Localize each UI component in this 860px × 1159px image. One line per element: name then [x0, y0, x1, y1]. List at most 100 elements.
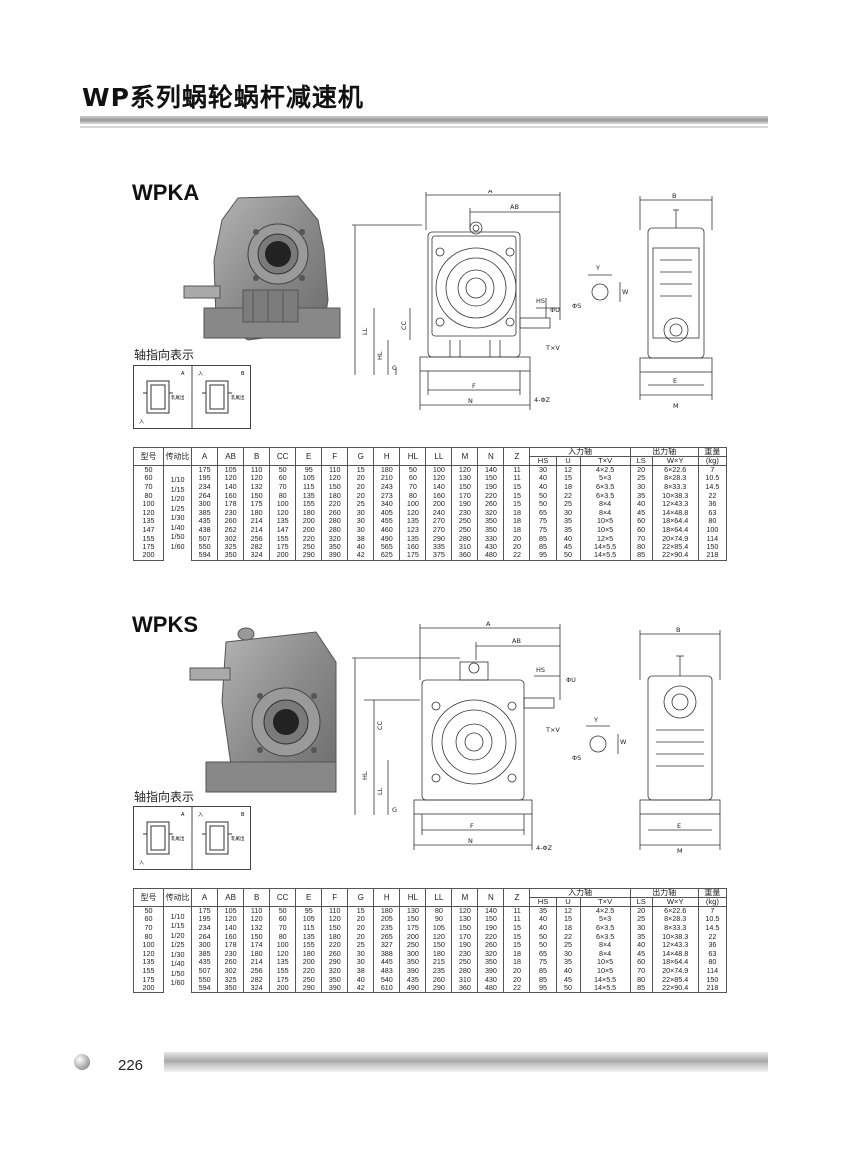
value-cell: 180	[373, 906, 401, 916]
value-cell: 230	[451, 949, 479, 959]
value-cell: 324	[243, 983, 271, 993]
header-n: N	[477, 888, 505, 907]
value-cell: 110	[243, 465, 271, 475]
value-cell: 15	[503, 932, 531, 941]
value-cell: 260	[217, 517, 245, 526]
value-cell: 250	[399, 940, 427, 950]
value-cell: 327	[373, 940, 401, 950]
value-cell: 50	[529, 940, 557, 950]
value-cell: 150	[477, 915, 505, 924]
value-cell: 430	[477, 542, 505, 552]
value-cell: 195	[191, 915, 219, 924]
header-model: 型号	[132, 447, 165, 466]
value-cell: 4×2.5	[579, 906, 631, 916]
value-cell: 114	[697, 966, 728, 976]
wpka-shaft-direction-diagram: A B 入 入 乳尾出 乳尾出	[133, 365, 251, 429]
value-cell: 95	[295, 906, 323, 916]
value-cell: 35	[555, 525, 581, 535]
value-cell: 445	[373, 958, 401, 967]
value-cell: 18	[503, 958, 531, 967]
wpks-shaft-direction-diagram: A B 入 入 乳尾出 乳尾出	[133, 806, 251, 870]
value-cell: 12×43.3	[651, 499, 699, 509]
value-cell: 270	[425, 525, 453, 535]
svg-text:H: H	[350, 735, 352, 740]
value-cell: 15	[347, 906, 375, 916]
model-cell: 200	[132, 551, 165, 561]
value-cell: 18	[503, 525, 531, 535]
value-cell: 390	[321, 983, 349, 993]
value-cell: 120	[425, 932, 453, 941]
svg-text:B: B	[672, 192, 676, 200]
svg-text:A: A	[488, 190, 493, 195]
value-cell: 140	[217, 482, 245, 492]
model-cell: 100	[132, 499, 165, 509]
value-cell: 130	[451, 915, 479, 924]
value-cell: 11	[503, 906, 531, 916]
value-cell: 170	[451, 932, 479, 941]
value-cell: 390	[477, 966, 505, 976]
header-n: N	[477, 447, 505, 466]
value-cell: 280	[321, 525, 349, 535]
value-cell: 95	[295, 465, 323, 475]
value-cell: 160	[425, 491, 453, 500]
value-cell: 140	[217, 923, 245, 933]
value-cell: 375	[425, 551, 453, 561]
header-e: E	[295, 447, 323, 466]
model-cell: 175	[132, 542, 165, 552]
value-cell: 135	[295, 491, 323, 500]
value-cell: 15	[555, 474, 581, 483]
header-input-shaft: 入力轴	[529, 888, 631, 898]
value-cell: 480	[477, 983, 505, 993]
value-cell: 45	[629, 949, 653, 959]
value-cell: 100	[269, 940, 297, 950]
value-cell: 5×3	[579, 915, 631, 924]
value-cell: 550	[191, 542, 219, 552]
value-cell: 12	[555, 906, 581, 916]
header-txv: T×V	[579, 897, 631, 907]
value-cell: 265	[373, 932, 401, 941]
value-cell: 22	[503, 983, 531, 993]
value-cell: 210	[373, 474, 401, 483]
value-cell: 30	[347, 525, 375, 535]
value-cell: 40	[555, 966, 581, 976]
value-cell: 14×48.8	[651, 949, 699, 959]
value-cell: 20	[629, 465, 653, 475]
value-cell: 480	[477, 551, 505, 561]
value-cell: 178	[217, 499, 245, 509]
svg-text:H: H	[350, 295, 352, 300]
value-cell: 40	[347, 975, 375, 984]
value-cell: 390	[399, 966, 427, 976]
header-g: G	[347, 447, 375, 466]
value-cell: 45	[555, 975, 581, 984]
value-cell: 22	[503, 551, 531, 561]
value-cell: 40	[529, 915, 557, 924]
header-f: F	[321, 447, 349, 466]
ratio-value: 1/15	[170, 921, 185, 931]
value-cell: 290	[321, 958, 349, 967]
ratio-value: 1/50	[170, 968, 185, 978]
value-cell: 20	[347, 482, 375, 492]
value-cell: 200	[295, 525, 323, 535]
value-cell: 60	[269, 915, 297, 924]
value-cell: 155	[295, 499, 323, 509]
header-ratio: 传动比	[163, 447, 193, 466]
svg-text:HS: HS	[536, 297, 545, 305]
value-cell: 63	[697, 949, 728, 959]
header-txv: T×V	[579, 456, 631, 466]
svg-text:T×V: T×V	[545, 344, 560, 352]
value-cell: 10×5	[579, 966, 631, 976]
value-cell: 243	[373, 482, 401, 492]
value-cell: 40	[529, 474, 557, 483]
value-cell: 360	[451, 983, 479, 993]
value-cell: 302	[217, 534, 245, 543]
svg-text:T×V: T×V	[545, 726, 560, 734]
svg-text:B: B	[676, 626, 680, 634]
value-cell: 110	[321, 465, 349, 475]
header-ll: LL	[425, 888, 453, 907]
value-cell: 22×85.4	[651, 975, 699, 984]
value-cell: 80	[629, 975, 653, 984]
value-cell: 100	[425, 465, 453, 475]
value-cell: 180	[295, 949, 323, 959]
model-cell: 80	[132, 491, 165, 500]
